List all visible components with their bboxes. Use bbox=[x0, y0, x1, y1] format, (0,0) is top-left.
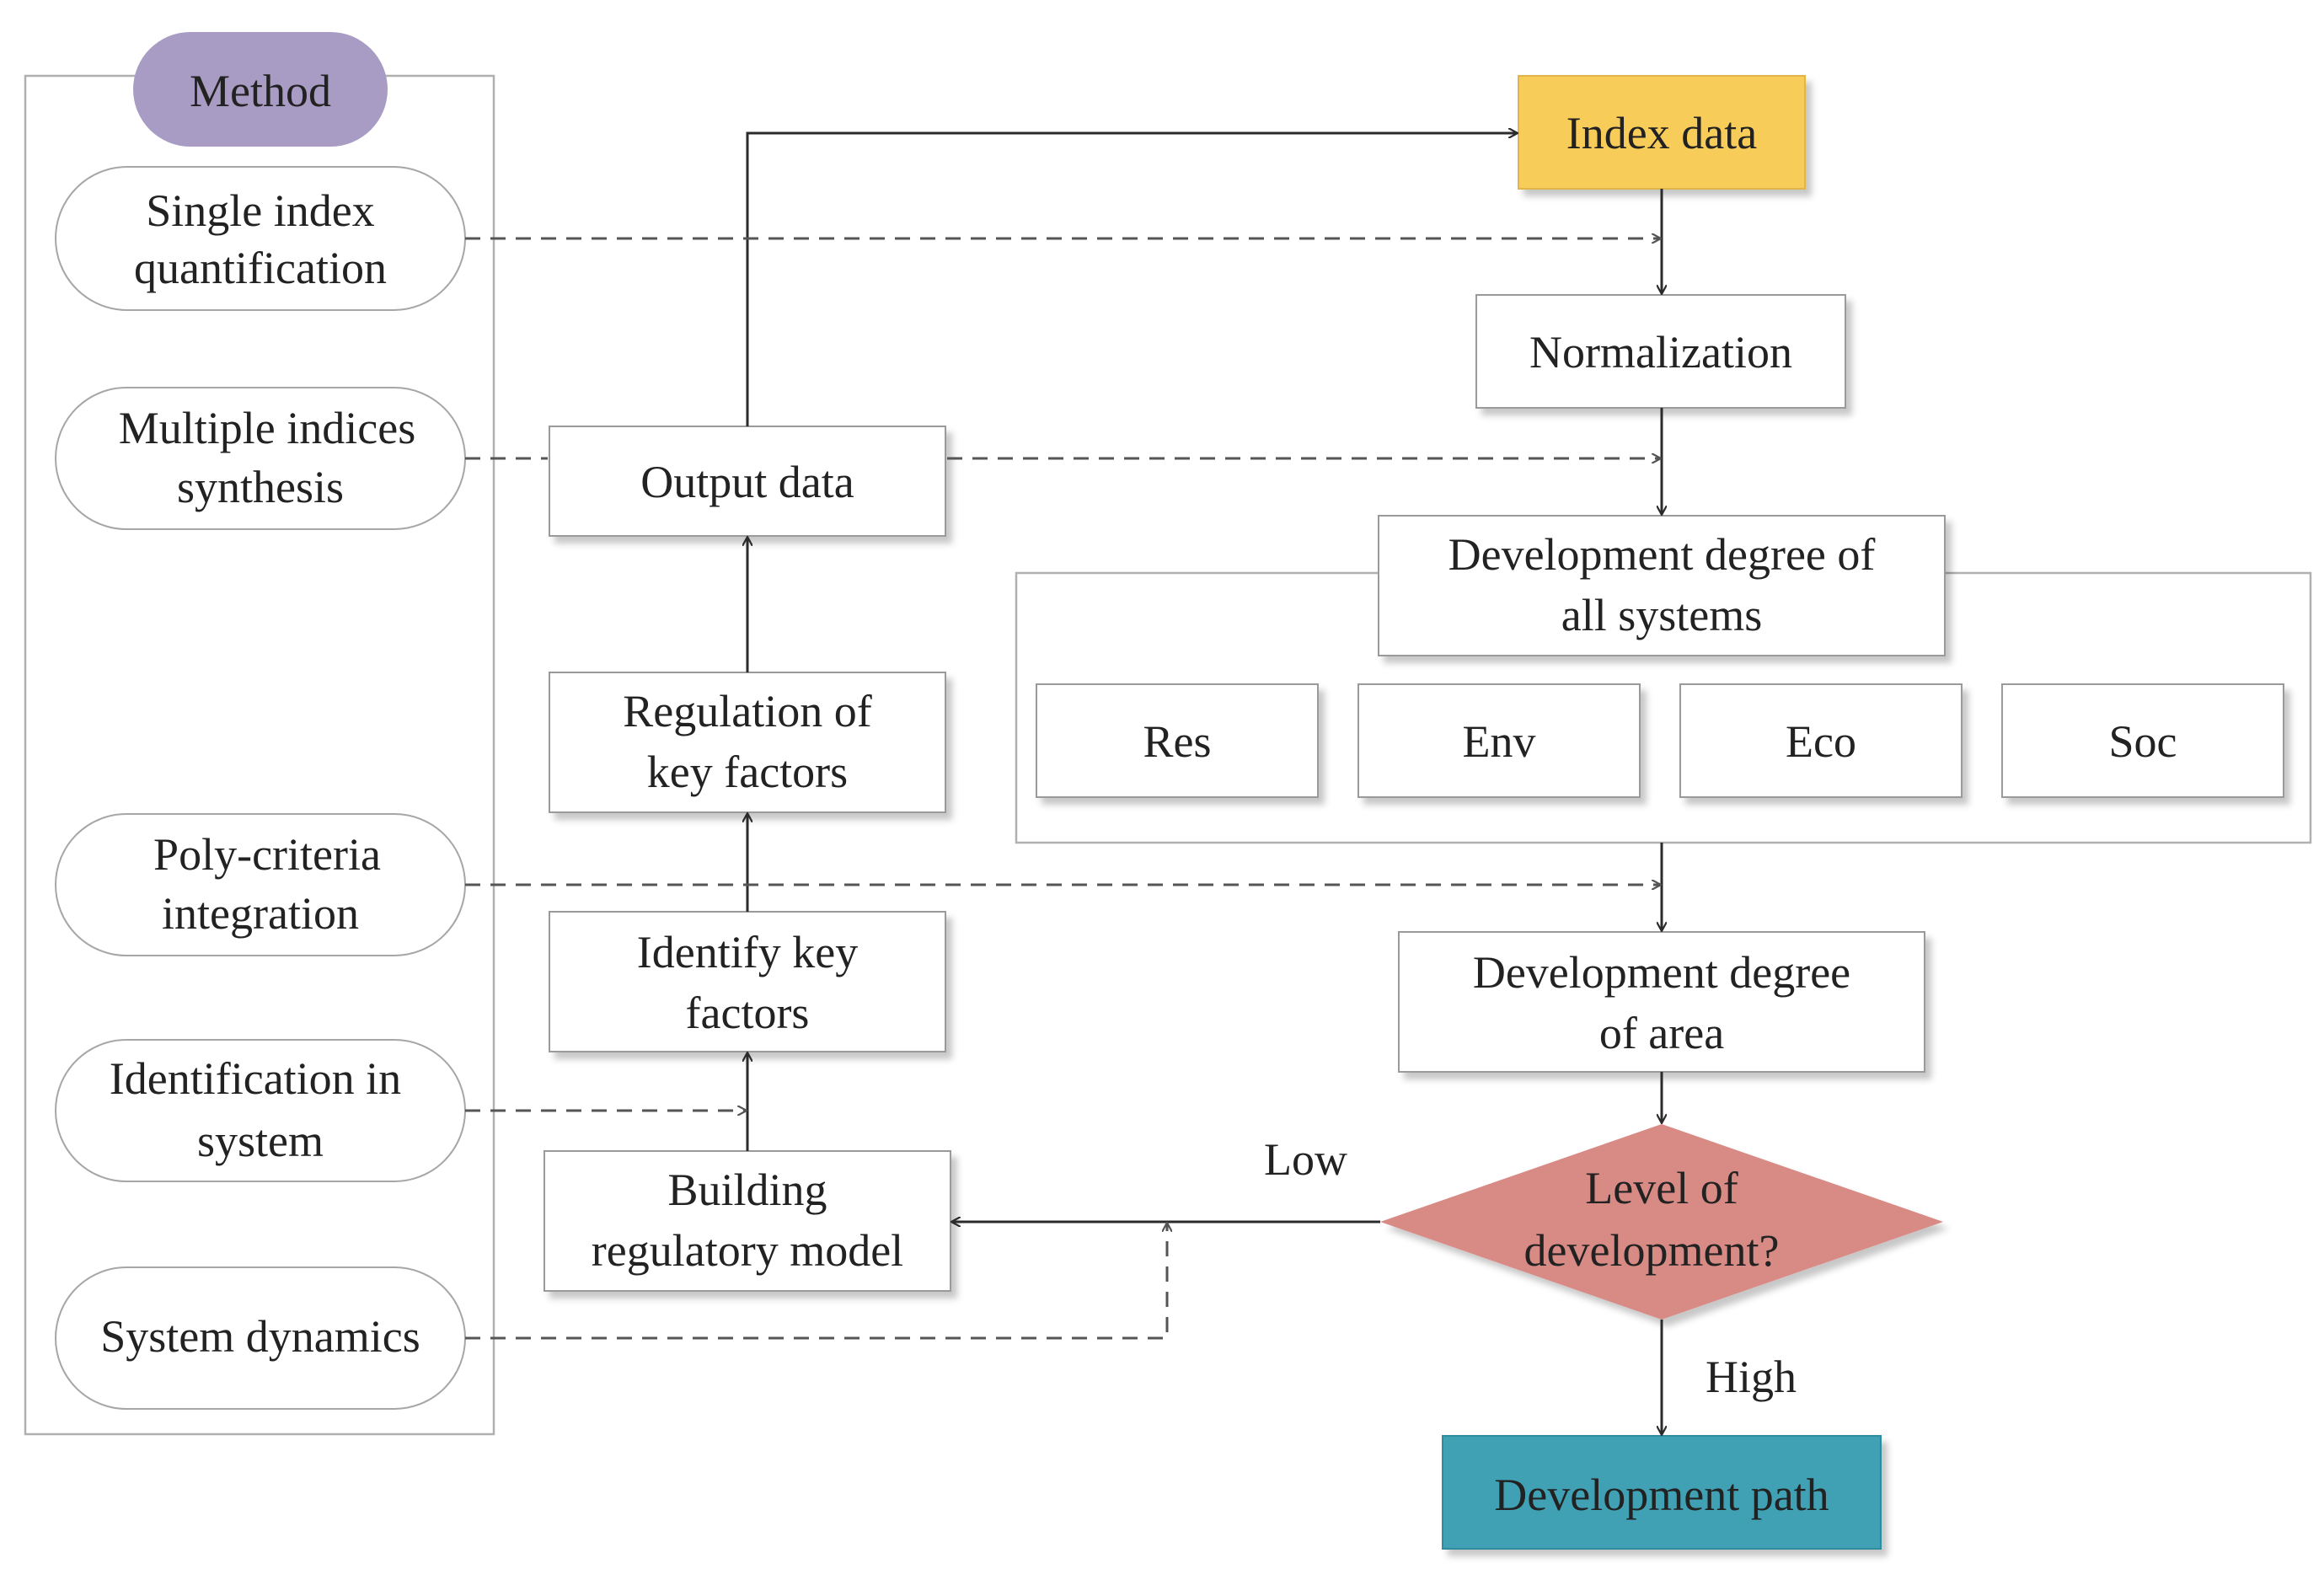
method-item-multiple-indices-line2: synthesis bbox=[177, 462, 344, 512]
dash-system-dynamics bbox=[465, 1224, 1167, 1340]
index-data-node: Index data bbox=[1518, 75, 1806, 190]
index-data-label: Index data bbox=[1566, 108, 1757, 158]
subsystem-soc-label: Soc bbox=[2109, 716, 2177, 767]
edge-output-to-index bbox=[746, 133, 1517, 426]
decision-label-line1: Level of bbox=[1585, 1163, 1738, 1213]
method-item-single-index-line1: Single index bbox=[146, 185, 374, 236]
regulation-label-line2: key factors bbox=[647, 747, 848, 797]
all-systems-label-line1: Development degree of bbox=[1448, 529, 1876, 580]
subsystem-res: Res bbox=[1036, 683, 1319, 798]
edge-label-high: High bbox=[1706, 1352, 1797, 1402]
normalization-node: Normalization bbox=[1475, 294, 1846, 409]
identify-label-line2: factors bbox=[686, 988, 810, 1038]
edge-label-low: Low bbox=[1264, 1134, 1347, 1185]
subsystem-soc: Soc bbox=[2001, 683, 2284, 798]
method-item-single-index: Single index quantification bbox=[55, 166, 466, 311]
output-data-label: Output data bbox=[640, 457, 854, 507]
decision-node: Level of development? bbox=[1380, 1124, 1943, 1320]
subsystem-eco: Eco bbox=[1679, 683, 1963, 798]
subsystem-env: Env bbox=[1357, 683, 1641, 798]
building-node: Building regulatory model bbox=[544, 1150, 951, 1292]
decision-label-line2: development? bbox=[1524, 1225, 1780, 1276]
area-node: Development degree of area bbox=[1398, 931, 1925, 1073]
development-path-node: Development path bbox=[1442, 1435, 1882, 1550]
dashed-connectors bbox=[465, 238, 1660, 1340]
all-systems-label-line2: all systems bbox=[1561, 590, 1763, 640]
area-label-line2: of area bbox=[1599, 1008, 1724, 1058]
method-item-system-dynamics: System dynamics bbox=[55, 1266, 466, 1410]
subsystem-res-label: Res bbox=[1143, 716, 1212, 767]
method-item-poly-criteria: Poly-criteria integration bbox=[55, 813, 466, 956]
subsystem-env-label: Env bbox=[1463, 716, 1536, 767]
method-item-system-dynamics-line1: System dynamics bbox=[100, 1311, 420, 1362]
method-item-multiple-indices-line1: Multiple indices bbox=[119, 403, 415, 453]
development-path-label: Development path bbox=[1494, 1470, 1829, 1520]
method-item-single-index-line2: quantification bbox=[134, 243, 387, 293]
method-header-label: Method bbox=[190, 66, 331, 116]
method-item-identification-line1: Identification in bbox=[110, 1053, 401, 1104]
identify-node: Identify key factors bbox=[549, 911, 946, 1052]
area-label-line1: Development degree bbox=[1473, 947, 1850, 998]
normalization-label: Normalization bbox=[1529, 327, 1792, 378]
decision-diamond bbox=[1380, 1124, 1943, 1320]
regulation-node: Regulation of key factors bbox=[549, 672, 946, 813]
regulation-label-line1: Regulation of bbox=[623, 686, 871, 736]
method-item-poly-criteria-line1: Poly-criteria bbox=[153, 829, 381, 880]
method-item-multiple-indices: Multiple indices synthesis bbox=[55, 387, 466, 530]
method-header: Method bbox=[133, 32, 388, 147]
building-label-line2: regulatory model bbox=[592, 1225, 903, 1276]
all-systems-node: Development degree of all systems bbox=[1378, 515, 1946, 656]
identify-label-line1: Identify key bbox=[637, 927, 858, 977]
building-label-line1: Building bbox=[667, 1165, 827, 1215]
method-header-pill bbox=[133, 32, 388, 147]
method-item-identification: Identification in system bbox=[55, 1039, 466, 1182]
method-item-identification-line2: system bbox=[197, 1116, 324, 1166]
method-item-poly-criteria-line2: integration bbox=[162, 888, 359, 939]
output-data-node: Output data bbox=[549, 426, 946, 537]
subsystem-eco-label: Eco bbox=[1786, 716, 1856, 767]
